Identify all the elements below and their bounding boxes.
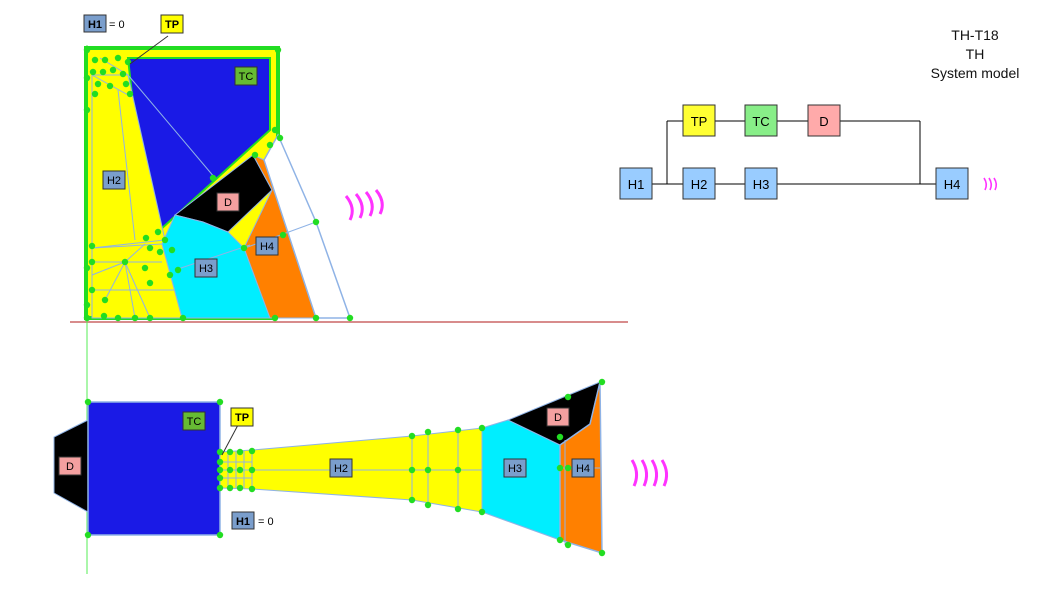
system-node-d[interactable]: D xyxy=(807,104,841,137)
system-node-d-label: D xyxy=(819,114,828,129)
section-label-h1: H1 = 0 xyxy=(83,14,125,33)
section-tc-text: TC xyxy=(239,71,254,83)
section-tp-leader xyxy=(129,35,169,65)
system-node-tp-label: TP xyxy=(691,114,708,129)
section-h1-eq: = 0 xyxy=(109,19,125,31)
plan-label-tp: TP xyxy=(230,407,254,427)
plan-tc-text: TC xyxy=(187,416,202,428)
system-node-h2-label: H2 xyxy=(691,177,708,192)
section-h3-text: H3 xyxy=(199,263,213,275)
system-model-links xyxy=(652,120,936,185)
section-view: H1 = 0 TP TC H2 D H4 H3 xyxy=(70,14,628,574)
system-wave-icon xyxy=(983,177,998,191)
title-type: TH xyxy=(965,46,985,62)
plan-label-h1: H1 = 0 xyxy=(231,511,274,530)
plan-label-d-right: D xyxy=(546,407,570,427)
plan-h2-text: H2 xyxy=(334,463,348,475)
system-node-tc[interactable]: TC xyxy=(744,104,778,137)
plan-h4-text: H4 xyxy=(576,463,590,475)
plan-label-h3: H3 xyxy=(503,458,527,478)
plan-tp-leader xyxy=(221,424,239,456)
section-tp-text: TP xyxy=(165,19,179,31)
system-node-h2[interactable]: H2 xyxy=(682,167,716,200)
title-block: TH-T18 TH System model xyxy=(900,26,1050,83)
section-label-d: D xyxy=(216,192,240,212)
section-label-h4: H4 xyxy=(255,236,279,256)
system-node-h3[interactable]: H3 xyxy=(744,167,778,200)
plan-tp-text: TP xyxy=(235,412,249,424)
plan-label-tc: TC xyxy=(182,411,206,431)
plan-nodes xyxy=(84,378,606,557)
section-nodes xyxy=(83,46,354,322)
plan-wave-icon xyxy=(630,459,669,487)
section-h1-text: H1 xyxy=(88,19,102,31)
plan-label-h2: H2 xyxy=(329,458,353,478)
system-node-h1[interactable]: H1 xyxy=(619,167,653,200)
section-d-text: D xyxy=(224,197,232,209)
section-wave-icon xyxy=(344,189,384,221)
system-node-tc-label: TC xyxy=(752,114,769,129)
system-node-h4-label: H4 xyxy=(944,177,961,192)
title-code: TH-T18 xyxy=(951,27,999,43)
section-h2-text: H2 xyxy=(107,175,121,187)
plan-h1-eq: = 0 xyxy=(258,516,274,528)
plan-h3-text: H3 xyxy=(508,463,522,475)
section-label-h3: H3 xyxy=(194,258,218,278)
plan-d-right-text: D xyxy=(554,412,562,424)
section-h4-text: H4 xyxy=(260,241,274,253)
section-label-tp: TP xyxy=(160,14,184,34)
system-node-tp[interactable]: TP xyxy=(682,104,716,137)
system-node-h3-label: H3 xyxy=(753,177,770,192)
plan-label-d: D xyxy=(58,456,82,476)
plan-label-h4: H4 xyxy=(571,458,595,478)
system-node-h1-label: H1 xyxy=(628,177,645,192)
section-label-tc: TC xyxy=(234,66,258,86)
section-label-h2: H2 xyxy=(102,170,126,190)
plan-h1-text: H1 xyxy=(236,516,250,528)
title-subtitle: System model xyxy=(930,65,1020,81)
plan-d-text: D xyxy=(66,461,74,473)
system-model: H1 H2 H3 H4 TP TC D xyxy=(619,104,998,200)
section-h4-outer xyxy=(263,133,352,319)
system-node-h4[interactable]: H4 xyxy=(935,167,969,200)
plan-view: D TC TP H1 = 0 H2 D H3 H4 xyxy=(53,378,669,557)
